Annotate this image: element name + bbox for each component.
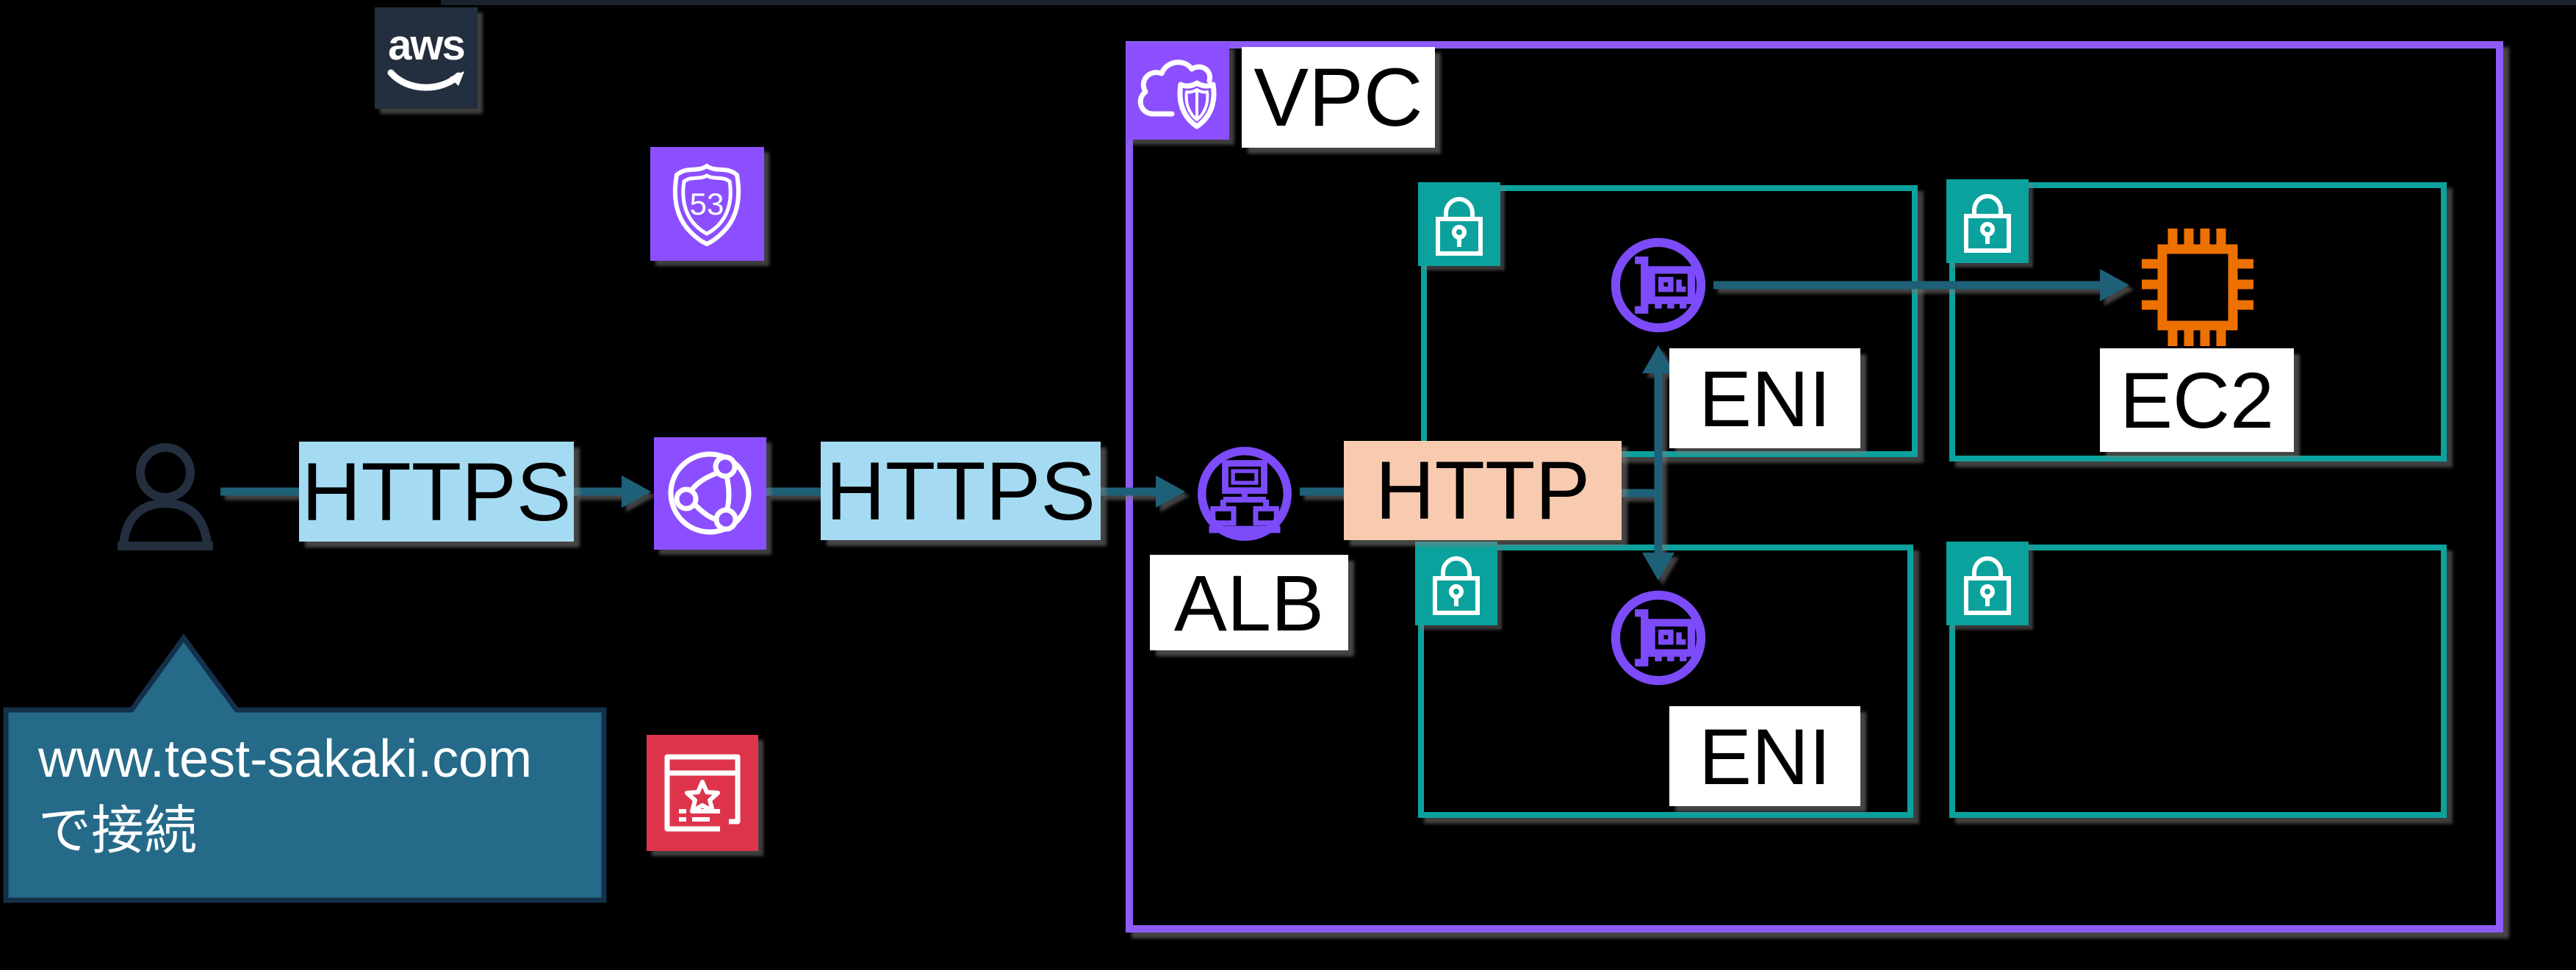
slide-edge-strip xyxy=(441,0,2576,5)
ec2-label: EC2 xyxy=(2100,348,2294,452)
security-group-box-top-right xyxy=(1949,182,2447,461)
alb-load-balancer-icon xyxy=(1198,447,1292,541)
ec2-chip-icon xyxy=(2142,229,2253,346)
aws-smile-icon xyxy=(387,69,464,91)
security-group-lock-icon xyxy=(1415,542,1497,625)
security-group-lock-icon xyxy=(1418,182,1500,266)
aws-logo-text: aws xyxy=(388,21,466,69)
alb-label: ALB xyxy=(1150,555,1348,650)
certificate-manager-icon xyxy=(647,735,758,851)
arrowhead-to-alb xyxy=(1156,475,1185,508)
vpc-boundary-box xyxy=(1126,41,2503,933)
arrowhead-to-eni-bottom xyxy=(1642,553,1674,581)
arrowhead-to-eni-top xyxy=(1642,345,1674,373)
vpc-label: VPC xyxy=(1242,47,1435,148)
callout-bubble xyxy=(3,633,607,903)
aws-logo: aws xyxy=(375,7,478,109)
security-group-lock-icon xyxy=(1946,179,2029,263)
http-label: HTTP xyxy=(1344,441,1622,540)
callout-line-connect: で接続 xyxy=(38,801,198,861)
security-group-lock-icon xyxy=(1946,542,2029,625)
eni-icon-top xyxy=(1611,237,1706,333)
callout-text: www.test-sakaki.com で接続 xyxy=(38,724,597,868)
arrowhead-to-globe xyxy=(622,475,651,508)
eni-label-top: ENI xyxy=(1669,348,1860,448)
https-label-2: HTTPS xyxy=(821,442,1101,540)
internet-globe-icon xyxy=(654,437,766,550)
security-group-box-bottom-right xyxy=(1949,545,2447,818)
eni-icon-bottom xyxy=(1611,590,1706,686)
arrowhead-to-ec2 xyxy=(2100,269,2129,301)
vpc-cloud-shield-icon xyxy=(1126,43,1229,140)
route53-icon: 53 xyxy=(650,147,764,261)
callout-line-domain: www.test-sakaki.com xyxy=(38,730,533,788)
security-group-box-top-left xyxy=(1421,185,1918,457)
route53-badge-number: 53 xyxy=(690,187,724,221)
eni-label-bottom: ENI xyxy=(1669,706,1860,806)
user-icon xyxy=(118,443,213,550)
security-group-box-bottom-left xyxy=(1418,545,1913,818)
https-label-1: HTTPS xyxy=(299,442,574,542)
